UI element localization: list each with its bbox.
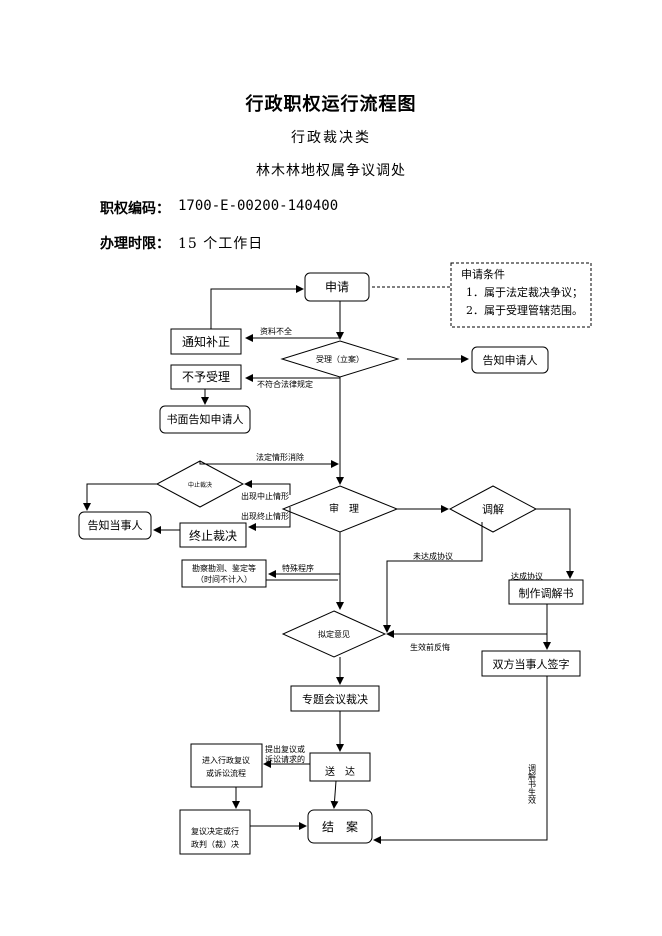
notify-applicant-node (471, 346, 549, 374)
mediate-label: 调解 (482, 502, 504, 516)
reject-label: 不予受理 (182, 370, 230, 384)
close-case-label: 结 案 (322, 819, 358, 834)
mediate-node (448, 485, 538, 533)
terminate-cause-label: 出现终止情形 (241, 511, 289, 521)
conditions-box (450, 262, 592, 328)
written-notice-node (159, 405, 251, 434)
written-notice-label: 书面告知申请人 (167, 412, 244, 426)
suspend-cause-label: 出现中止情形 (241, 491, 289, 501)
page-title: 行政职权运行流程图 (245, 94, 417, 115)
code-value: 1700-E-00200-140400 (178, 198, 339, 214)
terminate-label: 终止裁决 (189, 528, 237, 543)
review-label: 审 理 (329, 502, 359, 515)
agreement-reached-label: 达成协议 (511, 571, 543, 581)
notify-party-label: 告知当事人 (88, 518, 143, 532)
review-result-node (179, 809, 251, 855)
meeting-decision-label: 专题会议裁决 (302, 692, 368, 706)
draft-opinion-node (281, 610, 387, 658)
make-mediation-node (508, 579, 584, 605)
suspend-node (155, 460, 245, 508)
review-result-label-2: 政判（裁）决 (191, 839, 239, 849)
enter-review-node (190, 743, 263, 788)
review-result-label-1: 复议决定或行 (191, 826, 239, 836)
enter-review-label-1: 进入行政复议 (202, 755, 250, 765)
both-sign-label: 双方当事人签字 (493, 657, 570, 671)
department-name: 林木林地权属争议调处 (256, 163, 406, 179)
condition-2: 2．属于受理管辖范围。 (466, 303, 583, 317)
page-subtitle: 行政裁决类 (291, 130, 371, 146)
apply-node (304, 272, 370, 302)
reject-node (170, 364, 242, 390)
notify-applicant-label: 告知申请人 (483, 353, 538, 367)
code-label: 职权编码： (100, 201, 170, 217)
close-case-node (307, 809, 373, 844)
both-sign-node (481, 650, 581, 677)
enter-review-label-2: 或诉讼流程 (206, 768, 246, 778)
request-review-label-2: 诉讼请求的 (265, 754, 305, 764)
materials-incomplete-label: 资料不全 (260, 326, 292, 336)
time-limit-value: 15 个工作日 (178, 236, 264, 252)
not-legal-label: 不符合法律规定 (257, 379, 313, 389)
regret-label: 生效前反悔 (410, 642, 450, 652)
time-limit-label: 办理时限： (100, 236, 170, 252)
special-procedure-label: 特殊程序 (282, 563, 314, 573)
mediation-effective-label: 调解书生效 (528, 764, 537, 805)
make-mediation-label: 制作调解书 (519, 586, 574, 600)
legal-cause-eliminated-label: 法定情形消除 (256, 452, 304, 462)
request-review-label-1: 提出复议或 (265, 744, 305, 754)
survey-node (181, 559, 267, 588)
apply-label: 申请 (325, 280, 349, 294)
meeting-decision-node (290, 685, 380, 712)
survey-label-2: （时间不计入） (196, 574, 252, 584)
suspend-label: 中止裁决 (188, 481, 212, 489)
draft-opinion-label: 拟定意见 (318, 629, 350, 639)
notify-supplement-label: 通知补正 (182, 335, 230, 349)
deliver-node (309, 752, 371, 782)
terminate-node (179, 522, 247, 548)
deliver-label: 送 达 (325, 765, 355, 778)
accept-label: 受理（立案） (316, 354, 364, 364)
notify-party-node (78, 511, 152, 540)
no-agreement-label: 未达成协议 (413, 551, 453, 561)
notify-supplement-node (170, 328, 242, 355)
condition-1: 1．属于法定裁决争议； (466, 285, 583, 299)
conditions-title: 申请条件 (461, 267, 505, 281)
survey-label-1: 勘察勘测、鉴定等 (192, 563, 256, 573)
